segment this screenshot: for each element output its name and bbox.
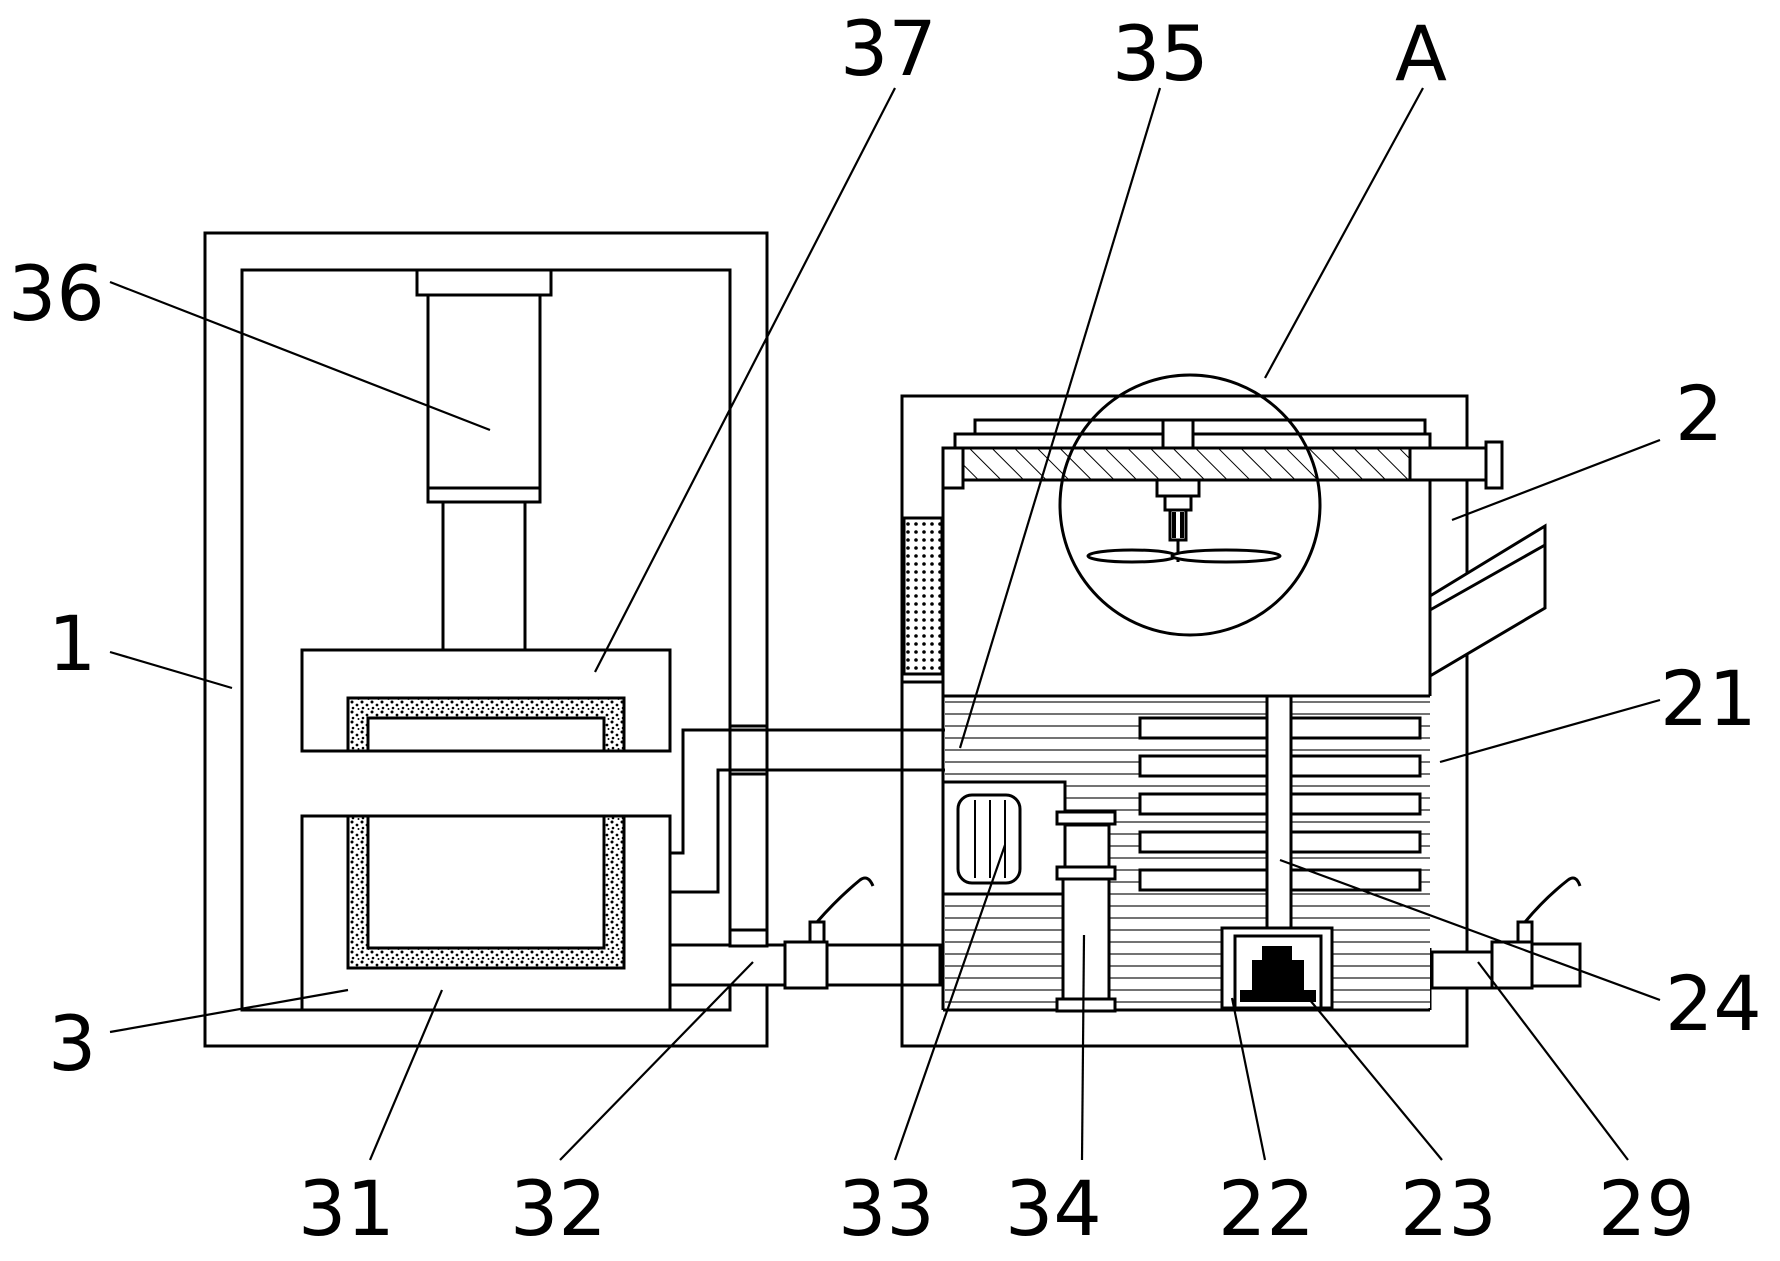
label-37: 37 <box>840 4 937 93</box>
label-24: 24 <box>1665 959 1762 1048</box>
label-2: 2 <box>1675 369 1723 458</box>
drain-pipe <box>670 878 940 988</box>
label-22: 22 <box>1218 1164 1315 1253</box>
vertical-shaft <box>1267 696 1291 946</box>
label-1: 1 <box>48 599 96 688</box>
label-31: 31 <box>298 1164 395 1253</box>
label-23: 23 <box>1400 1164 1497 1253</box>
upper-press-block <box>302 650 670 751</box>
label-33: 33 <box>838 1164 935 1253</box>
label-a: A <box>1395 9 1447 98</box>
label-35: 35 <box>1112 9 1209 98</box>
outlet-pipe <box>1057 879 1115 1011</box>
hydraulic-cylinder <box>417 270 551 650</box>
side-chute <box>1430 526 1545 676</box>
bottom-motor <box>1222 928 1332 1008</box>
label-3: 3 <box>48 999 96 1088</box>
right-drain-pipe <box>1432 878 1580 988</box>
label-34: 34 <box>1005 1164 1102 1253</box>
tank-lid <box>943 420 1502 488</box>
lower-mold-box <box>302 816 670 1010</box>
label-36: 36 <box>8 249 105 338</box>
label-29: 29 <box>1598 1164 1695 1253</box>
label-32: 32 <box>510 1164 607 1253</box>
label-21: 21 <box>1660 654 1757 743</box>
